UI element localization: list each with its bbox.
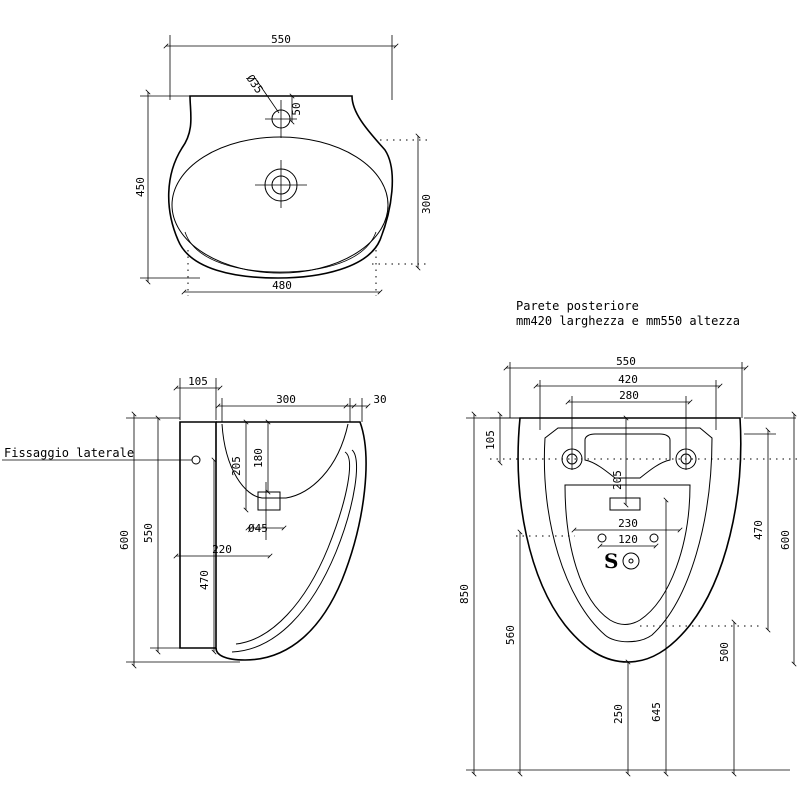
- top-basin-outline: [167, 95, 394, 279]
- dim-rear-560: 560: [504, 625, 517, 645]
- dim-rear-280: 280: [619, 389, 639, 402]
- rear-waste-hole-center: [628, 558, 634, 564]
- side-drain: [257, 491, 281, 511]
- dim-side-300: 300: [276, 393, 296, 406]
- dim-tap-offset: 50: [290, 102, 303, 115]
- side-view: Fissaggio laterale 105 300 30 205 180 Ø4…: [2, 375, 387, 669]
- dim-side-180: 180: [252, 448, 265, 468]
- top-tap-leader: [254, 77, 280, 114]
- dim-side-600: 600: [118, 530, 131, 550]
- dim-side-45: Ø45: [248, 522, 268, 535]
- top-bowl-ellipse: [171, 136, 389, 274]
- rear-view: Parete posteriore mm420 larghezza e mm55…: [458, 299, 800, 777]
- rear-inner-opening: [564, 484, 691, 625]
- rear-note-line2: mm420 larghezza e mm550 altezza: [516, 314, 740, 328]
- dim-overall-width: 550: [271, 33, 291, 46]
- side-fixing-label: Fissaggio laterale: [4, 446, 134, 460]
- side-inner-slot-2: [231, 449, 357, 653]
- dim-tap-diameter: Ø35: [244, 72, 266, 96]
- rear-small-hole-left: [597, 533, 607, 543]
- dim-depth: 450: [134, 177, 147, 197]
- dim-rear-600: 600: [779, 530, 792, 550]
- dim-side-30: 30: [373, 393, 386, 406]
- rear-top-panel: [584, 433, 671, 479]
- rear-small-hole-right: [649, 533, 659, 543]
- dim-rear-850: 850: [458, 584, 471, 604]
- dim-side-205: 205: [230, 456, 243, 476]
- rear-waste-hole: [622, 552, 640, 570]
- side-outer-profile: [215, 421, 367, 661]
- dim-rear-250: 250: [612, 704, 625, 724]
- rear-note-line1: Parete posteriore: [516, 299, 639, 313]
- rear-drain-block: [609, 497, 641, 511]
- dim-rear-420: 420: [618, 373, 638, 386]
- dim-rear-500: 500: [718, 642, 731, 662]
- dim-rear-105: 105: [484, 430, 497, 450]
- dim-rear-120: 120: [618, 533, 638, 546]
- dim-rear-205: 205: [611, 470, 624, 490]
- dim-side-105: 105: [188, 375, 208, 388]
- side-fixing-point: [191, 455, 201, 465]
- dim-rear-470: 470: [752, 520, 765, 540]
- dim-side-550: 550: [142, 523, 155, 543]
- dim-side-470: 470: [198, 570, 211, 590]
- side-wall-plate: [179, 421, 217, 649]
- dim-bowl-width: 480: [272, 279, 292, 292]
- top-view: 550 450 300 50 Ø35 480: [134, 33, 433, 296]
- rear-inner-horseshoe: [543, 427, 713, 643]
- top-bowl-rim: [184, 231, 377, 273]
- dim-side-220: 220: [212, 543, 232, 556]
- dim-rear-550: 550: [616, 355, 636, 368]
- dim-bowl-depth: 300: [420, 194, 433, 214]
- side-inner-slot: [235, 451, 350, 645]
- dim-rear-230: 230: [618, 517, 638, 530]
- dim-rear-645: 645: [650, 702, 663, 722]
- side-inner-bowl: [221, 423, 349, 499]
- rear-s-mark: S: [604, 549, 618, 573]
